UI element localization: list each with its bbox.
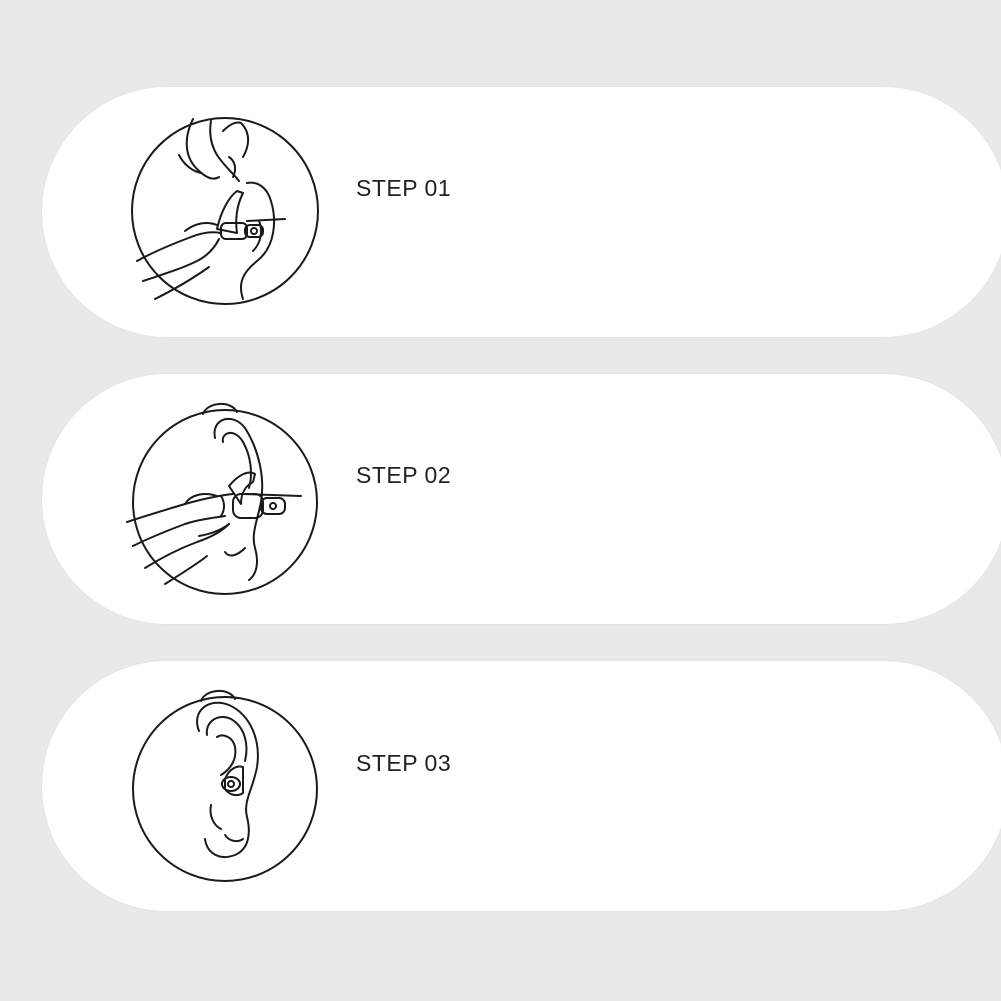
earplug-in-ear-icon bbox=[125, 685, 325, 885]
step-label-3: STEP 03 bbox=[356, 750, 452, 776]
step-label-2: STEP 02 bbox=[356, 462, 452, 488]
pinch-earplug-icon bbox=[125, 111, 325, 311]
step-card-2: STEP 02 bbox=[42, 374, 1001, 624]
step-card-3: STEP 03 bbox=[42, 661, 1001, 911]
step-card-1: STEP 01 bbox=[42, 87, 1001, 337]
step-label-1: STEP 01 bbox=[356, 175, 452, 201]
insert-earplug-icon bbox=[125, 398, 325, 598]
